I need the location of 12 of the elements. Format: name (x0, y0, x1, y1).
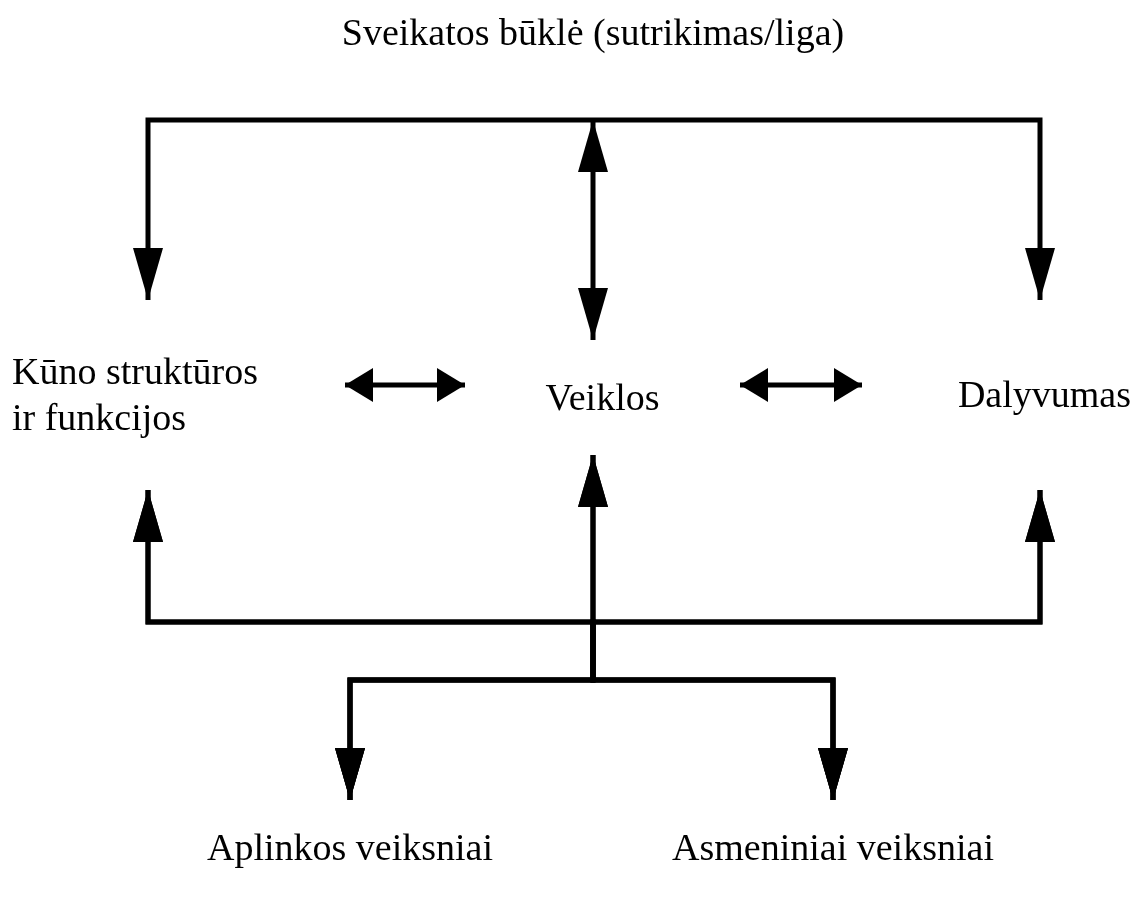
node-label: Sveikatos būklė (sutrikimas/liga) (340, 10, 846, 55)
node-label: Kūno struktūros ir funkcijos (12, 349, 259, 440)
arrow (133, 117, 593, 300)
node-label: Aplinkos veiksniai (205, 824, 494, 870)
arrow (345, 368, 465, 402)
node-label: Dalyvumas (956, 372, 1131, 418)
arrow (740, 368, 862, 402)
arrow (590, 490, 1055, 800)
node-label: Veiklos (544, 374, 661, 420)
arrow (593, 117, 1055, 300)
arrow (578, 120, 608, 340)
node-label: Asmeniniai veiksniai (671, 824, 995, 870)
